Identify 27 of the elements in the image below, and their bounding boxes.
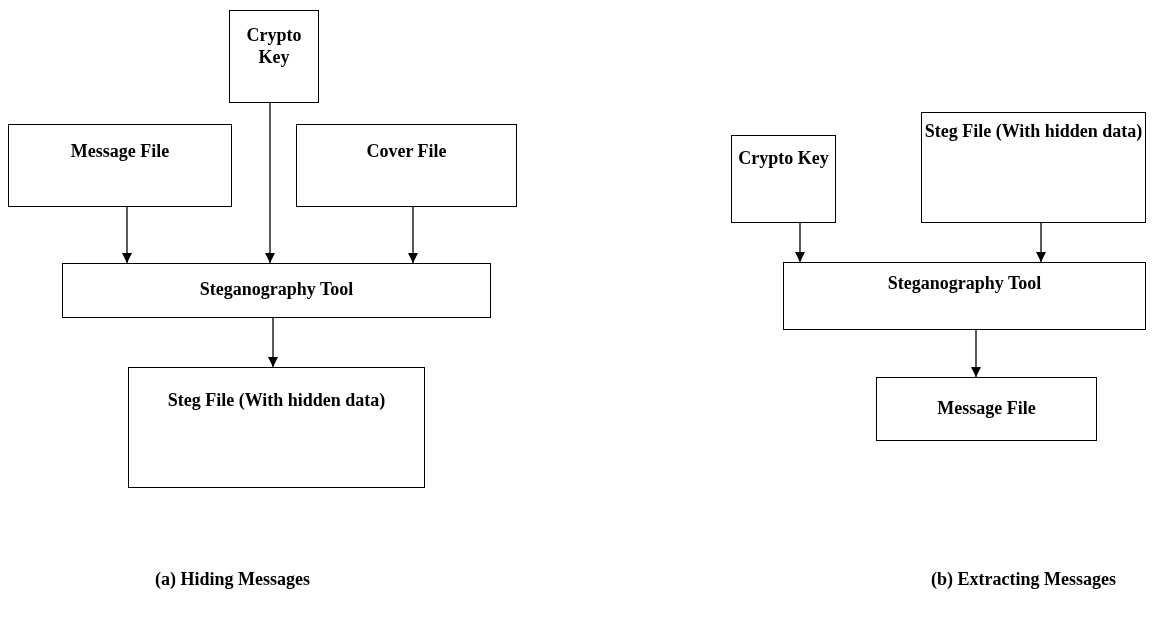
caption: (b) Extracting Messages (931, 569, 1116, 590)
process-box (62, 263, 491, 318)
arrow (122, 206, 132, 264)
node-label: Cover File (365, 141, 448, 163)
arrow (265, 102, 275, 264)
process-box (296, 124, 517, 207)
process-box (128, 367, 425, 488)
process-box (876, 377, 1097, 441)
process-box (731, 135, 836, 223)
process-box (783, 262, 1146, 330)
node-label: Steganography Tool (886, 273, 1043, 295)
node-label: Message File (936, 398, 1037, 420)
node-label: Steg File (With hidden data) (166, 390, 387, 412)
arrow (268, 317, 278, 368)
node-label: Crypto Key (245, 25, 303, 69)
node-label: Steg File (With hidden data) (923, 121, 1144, 143)
arrow (1036, 222, 1046, 263)
arrow (971, 329, 981, 378)
arrow (795, 222, 805, 263)
caption: (a) Hiding Messages (155, 569, 310, 590)
process-box (229, 10, 319, 103)
process-box (921, 112, 1146, 223)
node-label: Message File (69, 141, 171, 163)
arrow (408, 206, 418, 264)
node-label: Steganography Tool (198, 279, 355, 301)
process-box (8, 124, 232, 207)
node-label: Crypto Key (737, 148, 830, 170)
